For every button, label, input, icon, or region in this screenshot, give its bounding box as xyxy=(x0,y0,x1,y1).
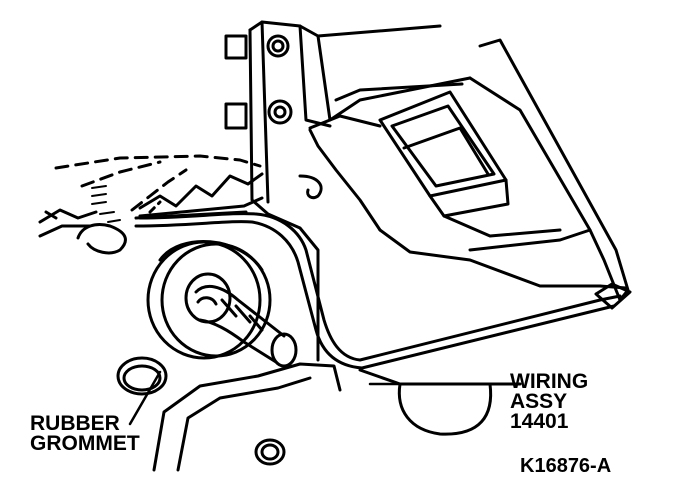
lower-body-panel xyxy=(152,362,493,472)
wiring-callout-line-1: WIRING xyxy=(510,370,589,393)
panel-lower-edge xyxy=(308,128,632,310)
grommet-callout-line-2: GROMMET xyxy=(30,432,140,455)
harness-hatch-marks xyxy=(91,185,121,223)
wiring-callout-part-number: 14401 xyxy=(510,410,569,433)
grommet-disc xyxy=(146,240,272,360)
figure-code: K16876-A xyxy=(520,455,612,477)
panel-window xyxy=(378,90,592,252)
rubber-grommet-callout: RUBBER GROMMET xyxy=(30,412,140,455)
callout-leaders xyxy=(128,370,508,426)
zigzag-wire xyxy=(134,172,323,220)
wire-conduit xyxy=(194,284,298,368)
hidden-harness-route xyxy=(54,154,262,212)
wiring-callout-line-2: ASSY xyxy=(510,390,568,413)
wiring-assembly-callout: WIRING ASSY 14401 xyxy=(510,370,589,433)
mounting-tabs xyxy=(224,34,248,130)
grommet-ring xyxy=(116,356,168,396)
grommet-leader-line xyxy=(128,370,162,426)
wire-ends xyxy=(38,208,127,255)
grommet-callout-line-1: RUBBER xyxy=(30,412,120,435)
mounting-bracket xyxy=(248,20,332,362)
